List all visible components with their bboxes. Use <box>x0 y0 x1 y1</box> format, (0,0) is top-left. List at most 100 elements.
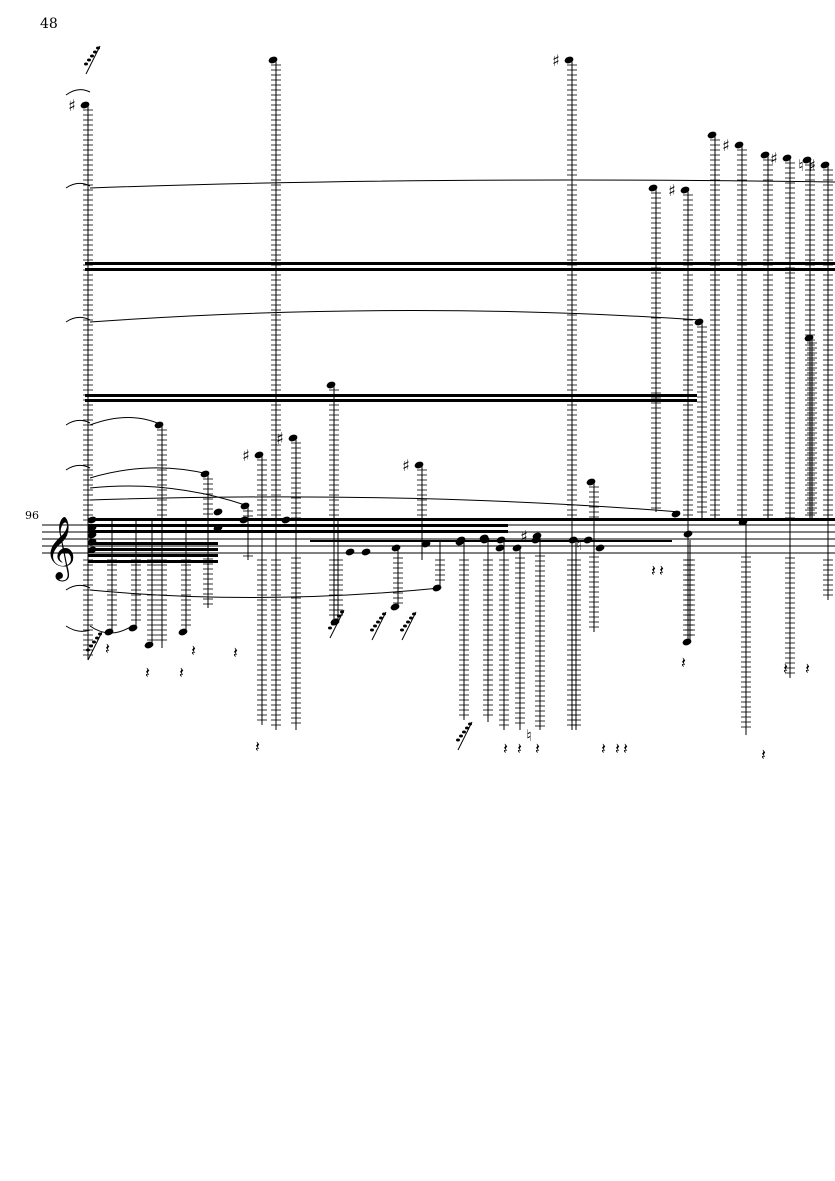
measure-number: 96 <box>25 509 39 522</box>
notehead <box>87 546 97 554</box>
quarter-rest-icon: 𝄽 <box>761 745 766 764</box>
notehead <box>345 548 355 556</box>
notehead <box>586 478 596 486</box>
notehead <box>178 628 188 636</box>
grace-note <box>84 62 88 66</box>
notehead <box>802 156 812 164</box>
grace-note <box>406 620 410 624</box>
notehead <box>87 516 97 524</box>
notehead <box>421 540 431 548</box>
treble-clef-icon: 𝄞 <box>44 516 76 582</box>
notehead <box>239 516 249 524</box>
quarter-rest-icon: 𝄽 <box>681 653 686 672</box>
notehead <box>154 421 164 429</box>
grace-stem <box>87 631 103 661</box>
sharp-icon: ♯ <box>402 456 410 475</box>
quarter-rest-icon: 𝄽 <box>651 561 656 580</box>
notehead <box>104 628 114 636</box>
beams <box>85 262 835 563</box>
notehead <box>595 544 605 552</box>
notehead <box>391 544 401 552</box>
notehead <box>128 624 138 632</box>
notehead <box>288 434 298 442</box>
notehead <box>682 638 692 646</box>
notehead <box>326 381 336 389</box>
grace-note <box>373 624 377 628</box>
quarter-rest-icon: 𝄽 <box>503 739 508 758</box>
sharp-icon: ♯ <box>552 51 560 70</box>
notehead <box>680 186 690 194</box>
quarter-rest-icon: 𝄽 <box>179 663 184 682</box>
natural-icon: ♮ <box>576 535 582 554</box>
notehead <box>213 508 223 516</box>
notehead <box>361 548 371 556</box>
grace-stem <box>329 609 345 639</box>
quarter-rest-icon: 𝄽 <box>255 737 260 756</box>
grace-stem <box>457 721 473 751</box>
sharp-icon: ♯ <box>276 429 284 448</box>
notehead <box>254 451 264 459</box>
notehead <box>496 536 506 544</box>
grace-note <box>409 616 413 620</box>
quarter-rest-icon: 𝄽 <box>105 639 110 658</box>
note-stems <box>83 60 833 735</box>
quarter-rest-icon: 𝄽 <box>191 641 196 660</box>
grace-note <box>331 622 335 626</box>
notehead <box>240 502 250 510</box>
sharp-icon: ♯ <box>520 527 528 546</box>
sharp-icon: ♯ <box>770 149 778 168</box>
grace-stem <box>85 45 101 75</box>
sharp-icon: ♯ <box>808 156 816 175</box>
grace-note <box>87 58 91 62</box>
notehead <box>760 151 770 159</box>
quarter-rest-icon: 𝄽 <box>233 643 238 662</box>
grace-note <box>93 50 97 54</box>
notehead <box>694 318 704 326</box>
grace-note <box>92 640 96 644</box>
notehead <box>268 56 278 64</box>
notehead <box>144 641 154 649</box>
grace-note <box>89 644 93 648</box>
notehead <box>564 56 574 64</box>
notehead <box>213 524 223 532</box>
notehead <box>683 530 693 538</box>
notehead <box>87 538 97 546</box>
notehead <box>734 141 744 149</box>
notehead <box>671 510 681 518</box>
notehead <box>707 131 717 139</box>
grace-note <box>400 628 404 632</box>
quarter-rest-icon: 𝄽 <box>659 561 664 580</box>
grace-note <box>465 726 469 730</box>
notehead <box>782 154 792 162</box>
notehead <box>479 534 489 542</box>
notehead <box>820 161 830 169</box>
quarter-rest-icon: 𝄽 <box>145 663 150 682</box>
grace-note <box>376 620 380 624</box>
grace-stem <box>371 611 387 641</box>
notehead <box>390 603 400 611</box>
accidentals: ♯♯♯♯♯♯♯♯♯♯♮♮♮ <box>68 51 816 745</box>
grace-note <box>403 624 407 628</box>
notehead <box>432 584 442 592</box>
notehead <box>738 518 748 526</box>
quarter-rest-icon: 𝄽 <box>535 739 540 758</box>
natural-icon: ♮ <box>526 726 532 745</box>
grace-stem <box>401 611 417 641</box>
notehead <box>455 538 465 546</box>
grace-note <box>334 618 338 622</box>
grace-note <box>379 616 383 620</box>
notehead <box>281 516 291 524</box>
grace-note <box>90 54 94 58</box>
grace-note <box>86 648 90 652</box>
slurs <box>65 89 835 634</box>
grace-note <box>337 614 341 618</box>
notehead <box>568 536 578 544</box>
notehead <box>583 536 593 544</box>
grace-note <box>462 730 466 734</box>
sharp-icon: ♯ <box>668 181 676 200</box>
quarter-rest-icon: 𝄽 <box>615 739 620 758</box>
notehead <box>531 536 541 544</box>
natural-icon: ♮ <box>798 156 804 175</box>
notehead <box>87 524 97 532</box>
